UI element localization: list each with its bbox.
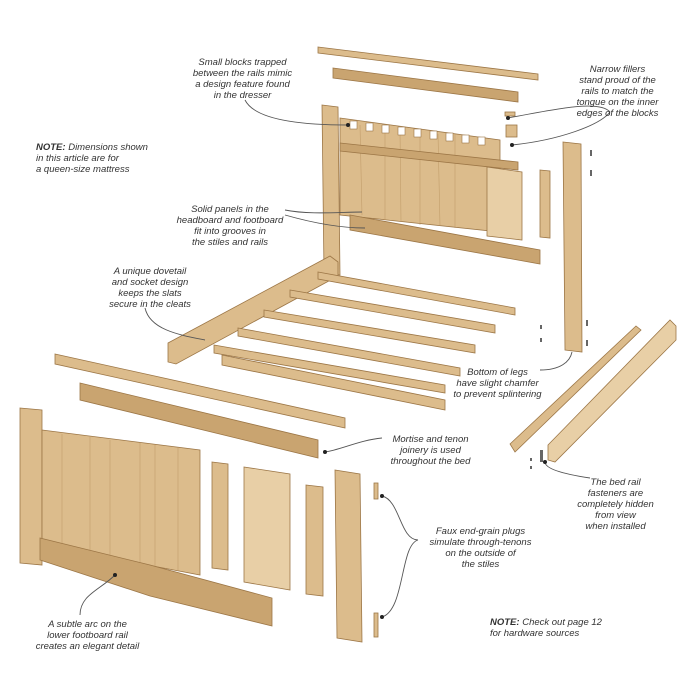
callout-solid-panels: Solid panels in the headboard and footbo… bbox=[176, 204, 284, 248]
footboard-right-stile bbox=[334, 469, 363, 643]
footboard-filler-1 bbox=[211, 461, 229, 571]
callout-subtle-arc: A subtle arc on the lower footboard rail… bbox=[35, 619, 140, 652]
callout-mortise-tenon: Mortise and tenon joinery is used throug… bbox=[390, 434, 471, 467]
right-cleat-rail bbox=[509, 325, 642, 453]
rail-fasteners bbox=[530, 450, 543, 469]
right-side-rail bbox=[547, 319, 677, 463]
note-label: NOTE: bbox=[36, 142, 66, 153]
note-text: Check out page 12 for hardware sources bbox=[490, 617, 602, 639]
end-grain-plug-top bbox=[373, 482, 379, 500]
footboard-loose-panel bbox=[243, 466, 291, 591]
headboard-panel-grain bbox=[359, 124, 456, 228]
leader-lines bbox=[79, 99, 611, 619]
note-hardware: NOTE: Check out page 12 for hardware sou… bbox=[490, 617, 620, 639]
end-grain-plug-bottom bbox=[373, 612, 379, 638]
post-hardware bbox=[540, 150, 592, 346]
headboard-top-cap bbox=[317, 46, 539, 81]
footboard-lower-arc-rail bbox=[39, 537, 273, 627]
note-label: NOTE: bbox=[490, 617, 520, 628]
callout-dovetail: A unique dovetail and socket design keep… bbox=[109, 266, 191, 310]
headboard-upper-rail bbox=[332, 67, 519, 103]
callout-narrow-fillers: Narrow fillers stand proud of the rails … bbox=[576, 64, 659, 119]
filler-top bbox=[504, 111, 516, 117]
note-text: Dimensions shown in this article are for… bbox=[36, 142, 148, 175]
loose-side-rail bbox=[79, 382, 319, 459]
footboard-panel-grain bbox=[61, 434, 179, 571]
slats bbox=[213, 271, 516, 411]
note-dimensions: NOTE: Dimensions shown in this article a… bbox=[36, 142, 176, 175]
callout-bed-rail-fasteners: The bed rail fasteners are completely hi… bbox=[577, 477, 654, 532]
callout-small-blocks: Small blocks trapped between the rails m… bbox=[192, 57, 293, 101]
footboard-panel bbox=[41, 429, 201, 576]
cleat-rail bbox=[54, 353, 346, 429]
headboard-loose-filler bbox=[539, 169, 551, 239]
callout-bottom-of-legs: Bottom of legs have slight chamfer to pr… bbox=[453, 367, 542, 400]
callout-faux-plugs: Faux end-grain plugs simulate through-te… bbox=[429, 526, 532, 570]
headboard-right-post bbox=[562, 141, 583, 353]
headboard-lower-rail bbox=[349, 214, 541, 265]
headboard-middle-rail bbox=[339, 142, 519, 171]
headboard-left-post bbox=[321, 104, 341, 276]
filler-block bbox=[505, 124, 518, 138]
footboard-left-post bbox=[19, 407, 43, 566]
footboard-filler-2 bbox=[305, 484, 324, 597]
headboard-blocks bbox=[349, 120, 486, 146]
headboard-loose-panel bbox=[486, 166, 523, 241]
